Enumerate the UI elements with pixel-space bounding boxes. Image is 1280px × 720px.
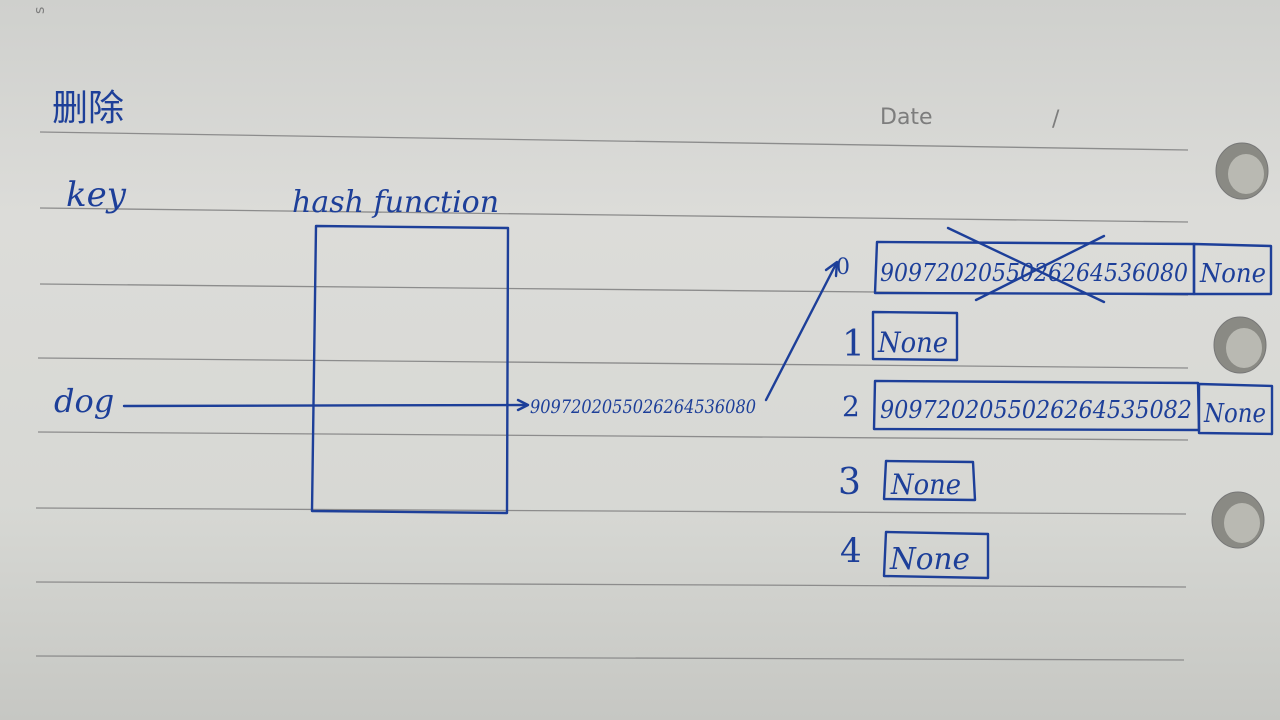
- slot-index-3: 3: [838, 462, 861, 503]
- hash-function-label: hash function: [292, 185, 499, 220]
- slot-3-next-value: None: [890, 468, 961, 501]
- date-slash: /: [1052, 107, 1060, 132]
- slot-4-next-box: [882, 530, 990, 580]
- slot-index-1: 1: [842, 324, 865, 365]
- deleted-cross-mark: [946, 226, 1106, 304]
- slot-4-next-value: None: [889, 542, 970, 577]
- slot-index-0: 0: [836, 255, 850, 280]
- slot-0-next-box: [1192, 242, 1273, 296]
- key-label: key: [66, 175, 127, 215]
- slot-index-4: 4: [840, 531, 862, 571]
- slot-2-next-box: [1197, 382, 1274, 436]
- input-arrow-head: [516, 398, 530, 412]
- slot-index-2: 2: [842, 390, 860, 423]
- input-key: dog: [54, 382, 114, 420]
- hash-value: 9097202055026264536080: [530, 396, 756, 418]
- corner-mark: s: [32, 7, 48, 14]
- hash-function-box: [310, 224, 510, 515]
- slot-2-next-value: None: [1203, 399, 1266, 429]
- slot-1-next-box: [871, 310, 959, 362]
- slot-arrow-head: [824, 260, 839, 278]
- date-label: Date: [880, 105, 933, 130]
- slot-2-key-value: 9097202055026264535082: [880, 396, 1192, 424]
- page-heading: 删除: [52, 88, 124, 129]
- slot-0-key-value: 9097202055026264536080: [880, 259, 1188, 287]
- slot-3-next-box: [882, 459, 977, 502]
- slot-1-next-value: None: [877, 326, 948, 359]
- binder-holes: [1211, 142, 1269, 549]
- input-arrow-line: [122, 403, 528, 408]
- ruled-lines: [35, 131, 1189, 661]
- slot-arrow-line: [764, 262, 838, 402]
- slot-0-next-value: None: [1199, 259, 1266, 289]
